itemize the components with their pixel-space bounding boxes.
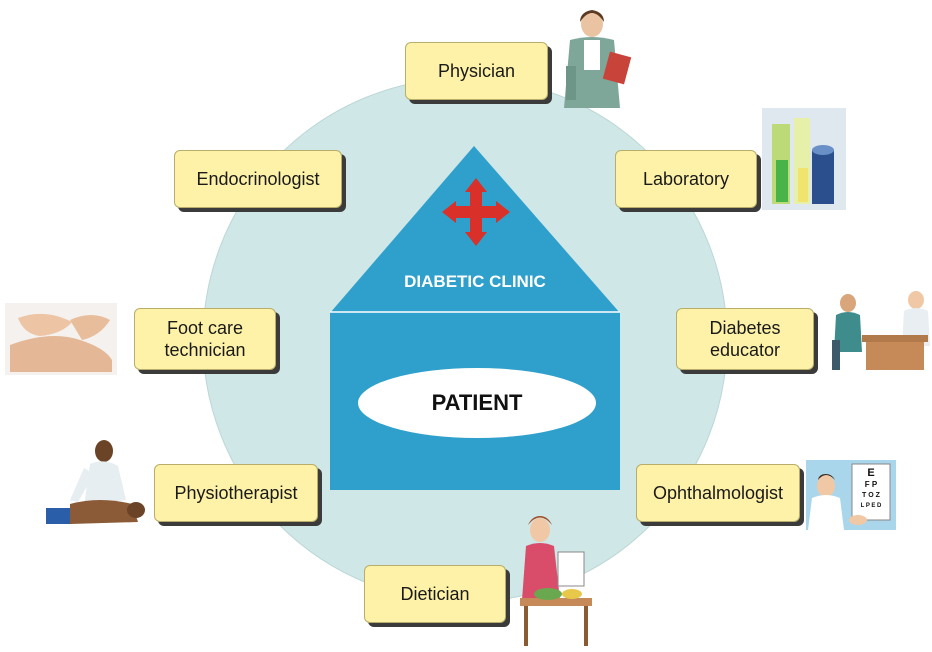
role-label: Ophthalmologist — [652, 483, 784, 503]
eye-chart-row: E — [867, 467, 875, 479]
role-endocrinologist[interactable]: Endocrinologist — [174, 150, 342, 208]
role-label: Physician — [437, 61, 516, 81]
clinic-title: DIABETIC CLINIC — [404, 272, 546, 291]
role-laboratory[interactable]: Laboratory — [615, 150, 757, 208]
laboratory-illustration — [762, 108, 846, 210]
role-ophthalmologist[interactable]: Ophthalmologist — [636, 464, 800, 522]
role-dietician[interactable]: Dietician — [364, 565, 506, 623]
patient-label: PATIENT — [431, 390, 523, 415]
role-foot-care-technician[interactable]: Foot care technician — [134, 308, 276, 370]
medical-cross-icon — [442, 178, 510, 246]
eye-chart-row: L P E D — [860, 503, 882, 509]
role-label: Diabetes educator — [709, 318, 781, 360]
eye-chart-row: F P — [864, 480, 878, 489]
role-label: Laboratory — [642, 169, 730, 189]
foot-care-illustration — [5, 303, 117, 375]
physiotherapist-illustration — [46, 440, 145, 524]
role-diabetes-educator[interactable]: Diabetes educator — [676, 308, 814, 370]
role-physiotherapist[interactable]: Physiotherapist — [154, 464, 318, 522]
physician-illustration — [564, 10, 632, 108]
eye-chart: E F P T O Z L P E D — [852, 468, 890, 512]
role-physician[interactable]: Physician — [405, 42, 548, 100]
ophthalmologist-illustration — [806, 460, 896, 530]
role-label: Endocrinologist — [196, 169, 320, 189]
role-label: Foot care technician — [164, 318, 246, 360]
dietician-illustration — [520, 516, 592, 646]
role-label: Dietician — [400, 584, 470, 604]
patient-ellipse — [358, 368, 596, 438]
eye-chart-row: T O Z — [862, 492, 880, 499]
role-label: Physiotherapist — [174, 483, 298, 503]
diabetes-educator-illustration — [832, 291, 930, 370]
